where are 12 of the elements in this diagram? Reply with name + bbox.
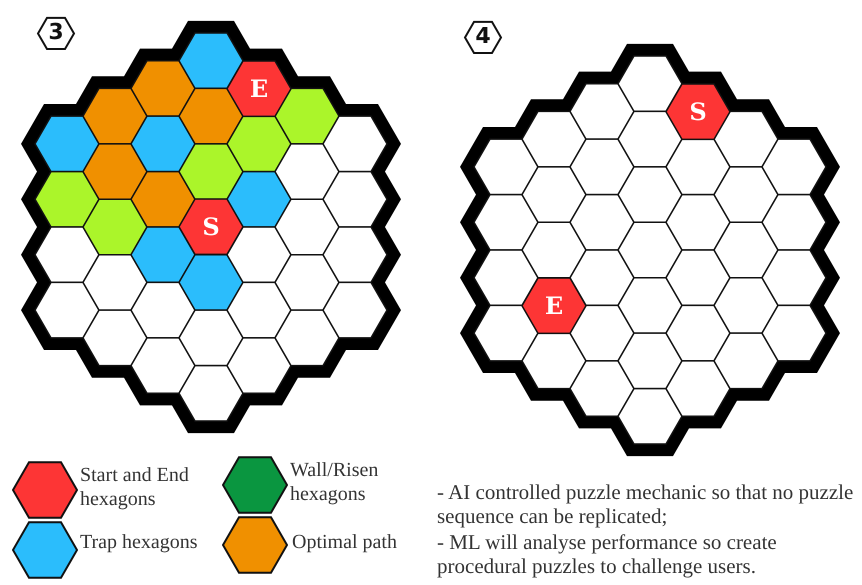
marked-hexagon: E: [227, 60, 291, 116]
number-badge: 4: [464, 20, 502, 54]
note-text: - AI controlled puzzle mechanic so that no puzzle sequence can be replicated;: [437, 480, 854, 528]
legend-label: Optimal path: [292, 530, 398, 554]
legend-label: Trap hexagons: [80, 530, 199, 554]
legend-label: Wall/Risen hexagons: [290, 458, 380, 506]
number-badge: 3: [37, 16, 75, 50]
marked-hexagon: S: [666, 84, 730, 140]
legend-label: Start and End hexagons: [80, 463, 190, 511]
marked-hexagon: E: [522, 278, 586, 334]
marked-hexagon: S: [179, 199, 243, 255]
note-text: - ML will analyse performance so create procedural puzzles to challenge users.: [437, 530, 778, 578]
